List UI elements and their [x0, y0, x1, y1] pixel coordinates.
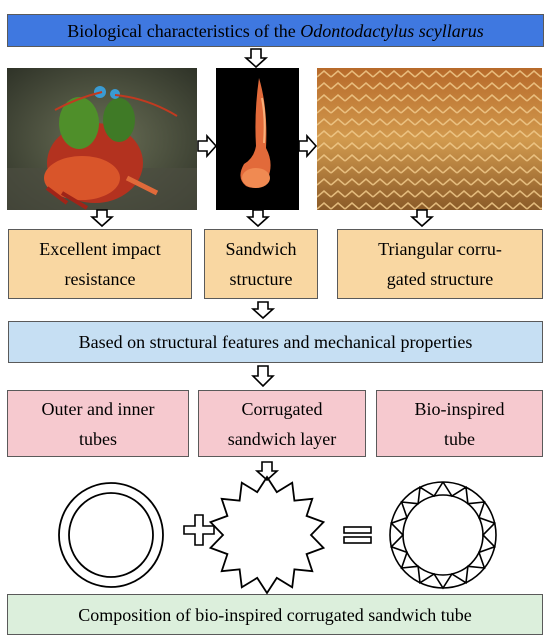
footer-box: Composition of bio-inspired corrugated s… [7, 594, 543, 635]
arrow-down-icon [243, 48, 269, 69]
corrugated-layer-icon [208, 475, 326, 595]
arrow-down-icon [409, 209, 435, 228]
arrow-down-icon [251, 365, 275, 388]
equals-icon [343, 526, 372, 544]
arrow-down-icon [250, 301, 276, 320]
corrugated-core-path [389, 481, 497, 590]
corrugated-structure-photo [317, 68, 542, 210]
ring-tube-icon [58, 482, 164, 588]
arrow-down-icon [254, 461, 280, 482]
bio-inspired-tube-icon [389, 481, 497, 590]
arrow-down-icon [89, 209, 115, 228]
dactyl-club-photo [216, 68, 299, 210]
plus-icon [183, 514, 215, 546]
arrow-right-icon [298, 133, 318, 159]
title-text: Biological characteristics of the Odonto… [67, 20, 484, 41]
arrow-right-icon [197, 133, 218, 159]
basis-box: Based on structural features and mechani… [8, 321, 543, 363]
title-box: Biological characteristics of the Odonto… [7, 14, 544, 47]
arrow-down-icon [245, 209, 271, 228]
mantis-shrimp-photo [7, 68, 197, 210]
feature-triangular-corrugated: Triangular corru-gated structure [337, 229, 543, 299]
